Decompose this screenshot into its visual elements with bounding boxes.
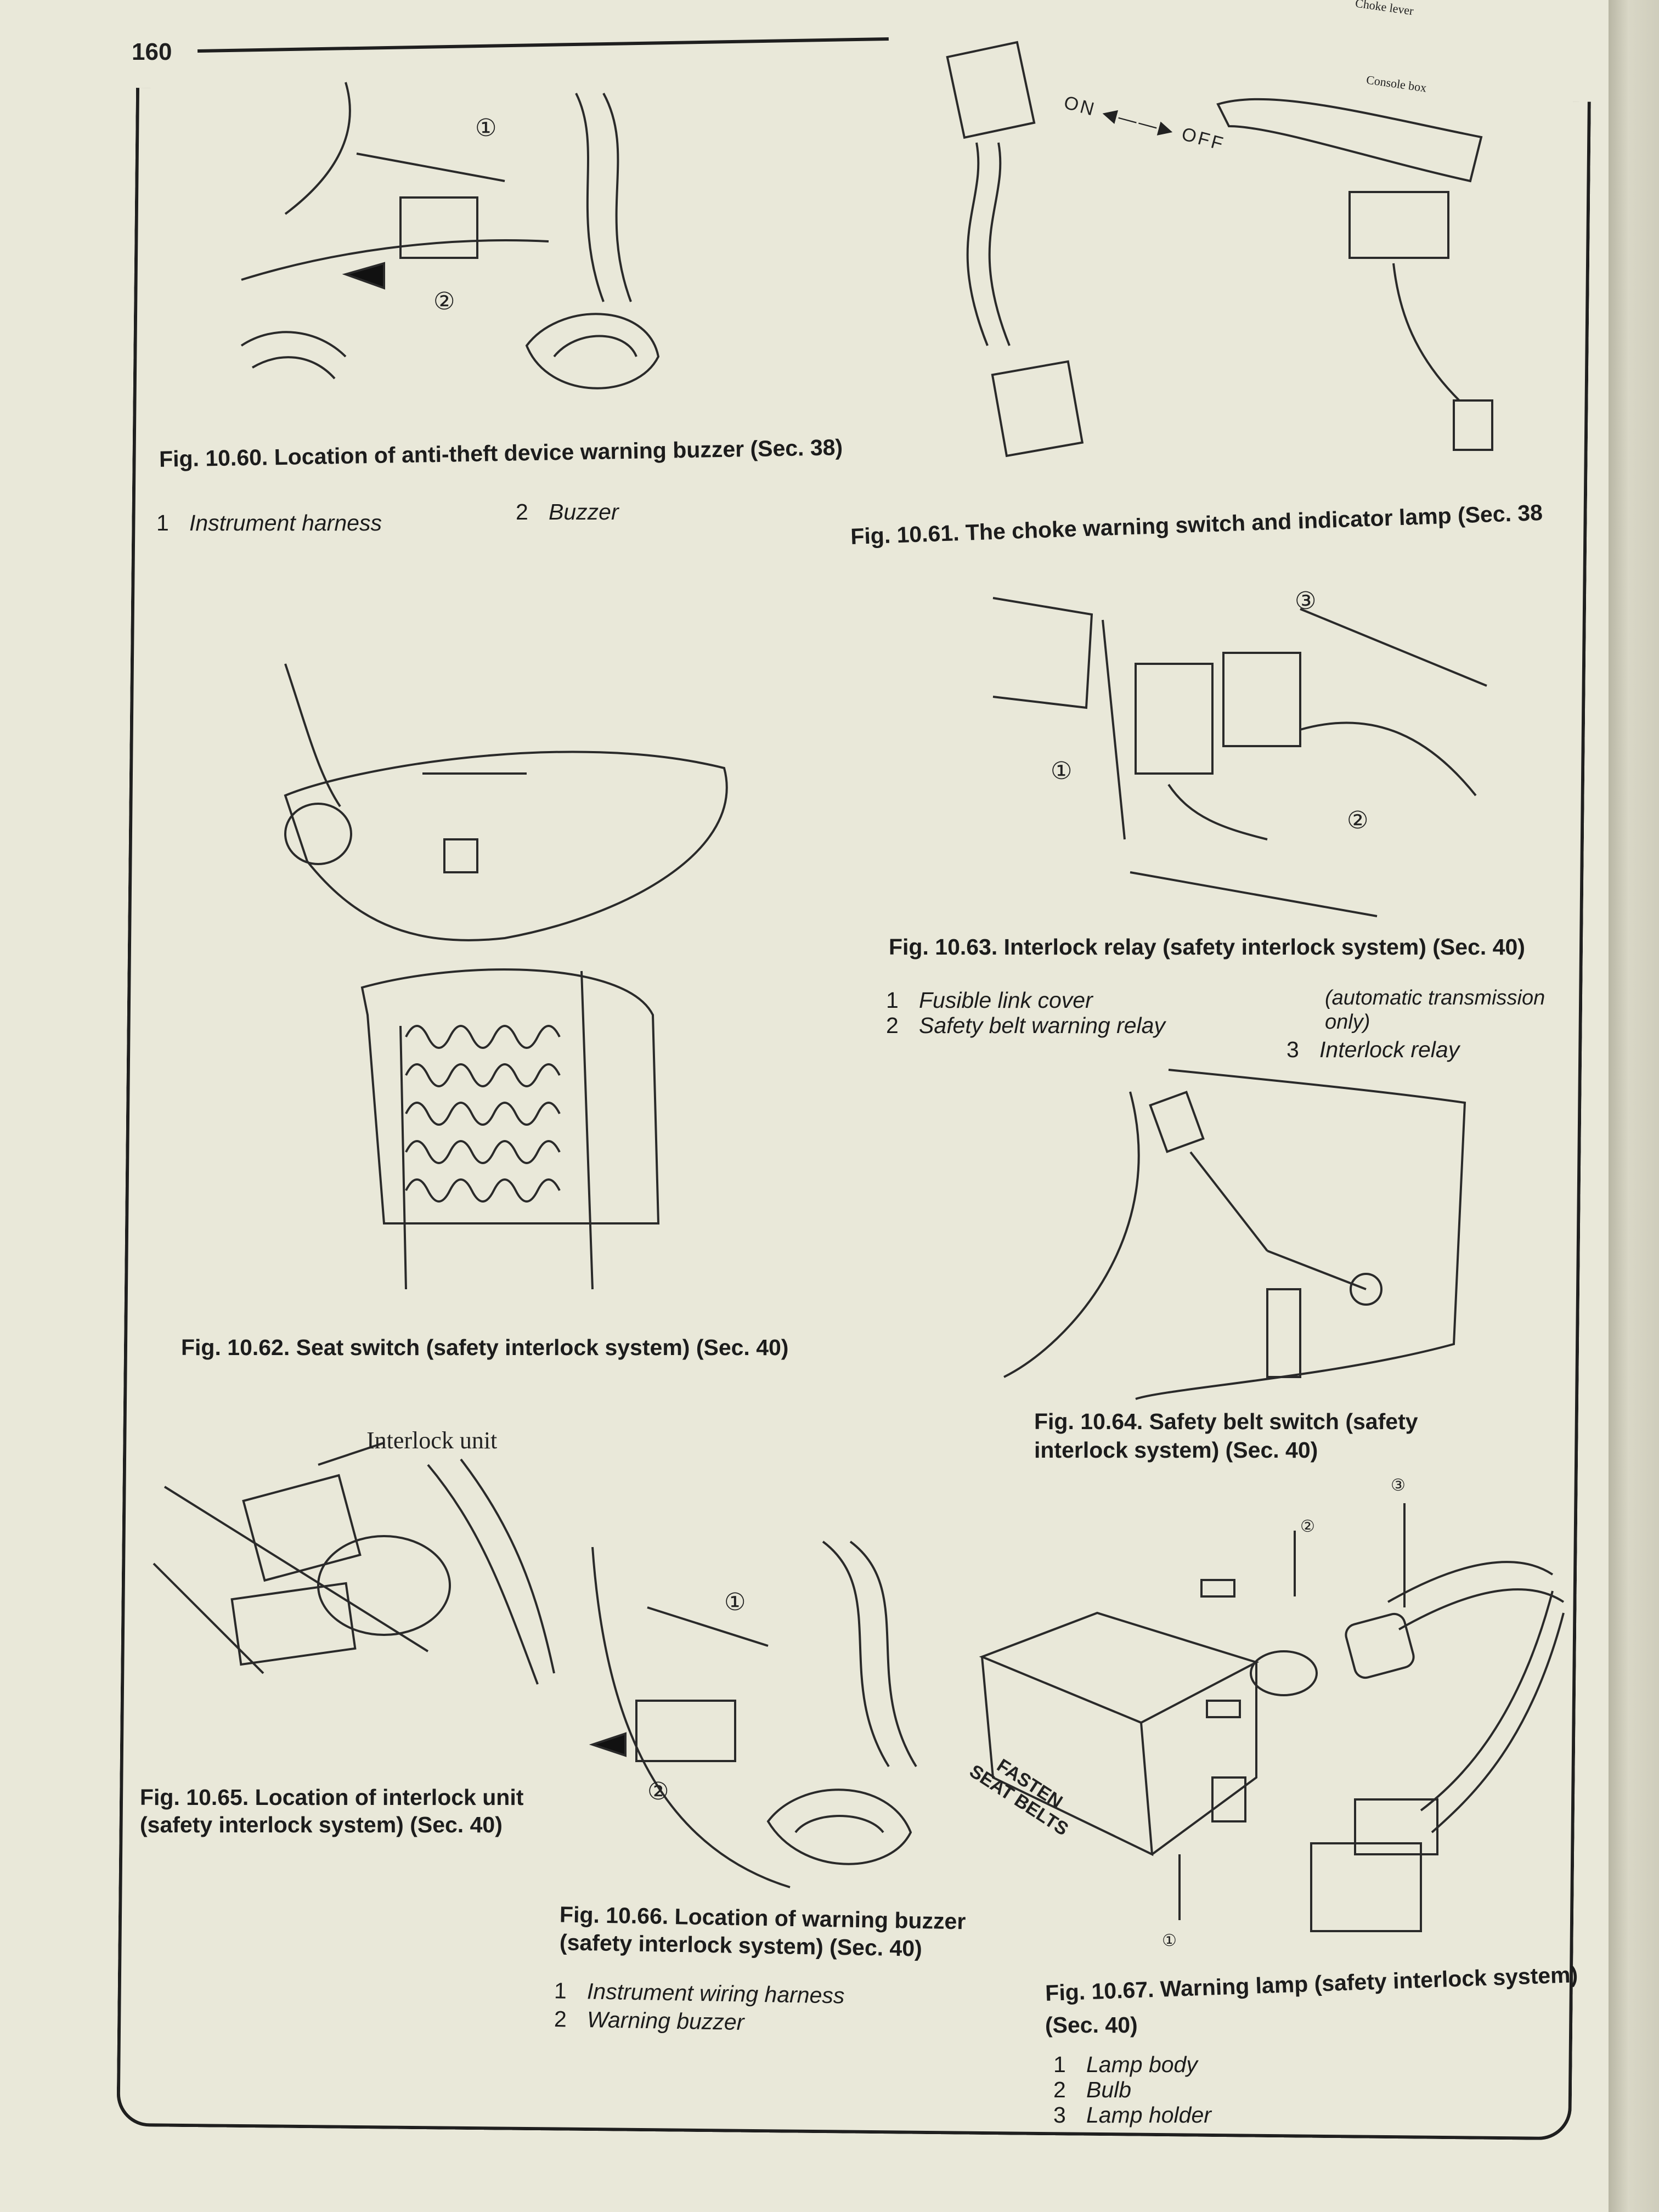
fig-10-67-drawing [971, 1470, 1575, 1964]
callout-1: ① [475, 115, 497, 142]
callout-2b: ② [1347, 807, 1369, 834]
page-number: 160 [132, 38, 172, 65]
fig-10-64-drawing [1003, 1069, 1487, 1410]
adjacent-page-edge [1609, 0, 1659, 2212]
fig-10-60-drawing [219, 71, 713, 422]
fig-10-62-caption: Fig. 10.62. Seat switch (safety interloc… [181, 1335, 789, 1360]
fig-10-64-caption-1: Fig. 10.64. Safety belt switch (safety [1034, 1409, 1418, 1434]
fig-10-62-drawing [241, 631, 763, 1322]
callout-2: ② [433, 288, 455, 315]
fig-10-63-legend-2a: (automatic transmission [1325, 986, 1545, 1009]
fig-10-66-drawing [582, 1536, 960, 1893]
fig-10-64-caption-2: interlock system) (Sec. 40) [1034, 1437, 1318, 1463]
callout-1d: ① [1162, 1932, 1177, 1950]
header-rule [198, 37, 889, 53]
fig-10-63-drawing [992, 565, 1487, 917]
interlock-unit-callout: Interlock unit [366, 1427, 498, 1454]
fig-10-65-drawing [153, 1421, 555, 1695]
callout-1c: ① [724, 1589, 746, 1616]
callout-3: ③ [1295, 588, 1317, 614]
fig-10-61-drawing [878, 5, 1525, 499]
callout-2c: ② [647, 1778, 669, 1805]
fig-10-65-caption-2: (safety interlock system) (Sec. 40) [140, 1812, 503, 1837]
manual-page: 160 ① ② Fig. 10.60. Location of anti-the… [0, 0, 1624, 2212]
fig-10-65-caption-1: Fig. 10.65. Location of interlock unit [140, 1785, 524, 1810]
callout-3d: ③ [1391, 1476, 1406, 1494]
callout-2d: ② [1300, 1517, 1315, 1536]
fig-10-63-legend-2b: only) [1325, 1011, 1370, 1034]
fig-10-63-caption: Fig. 10.63. Interlock relay (safety inte… [889, 934, 1525, 960]
callout-1b: ① [1051, 758, 1073, 785]
fig-10-67-caption-2: (Sec. 40) [1045, 2012, 1138, 2038]
